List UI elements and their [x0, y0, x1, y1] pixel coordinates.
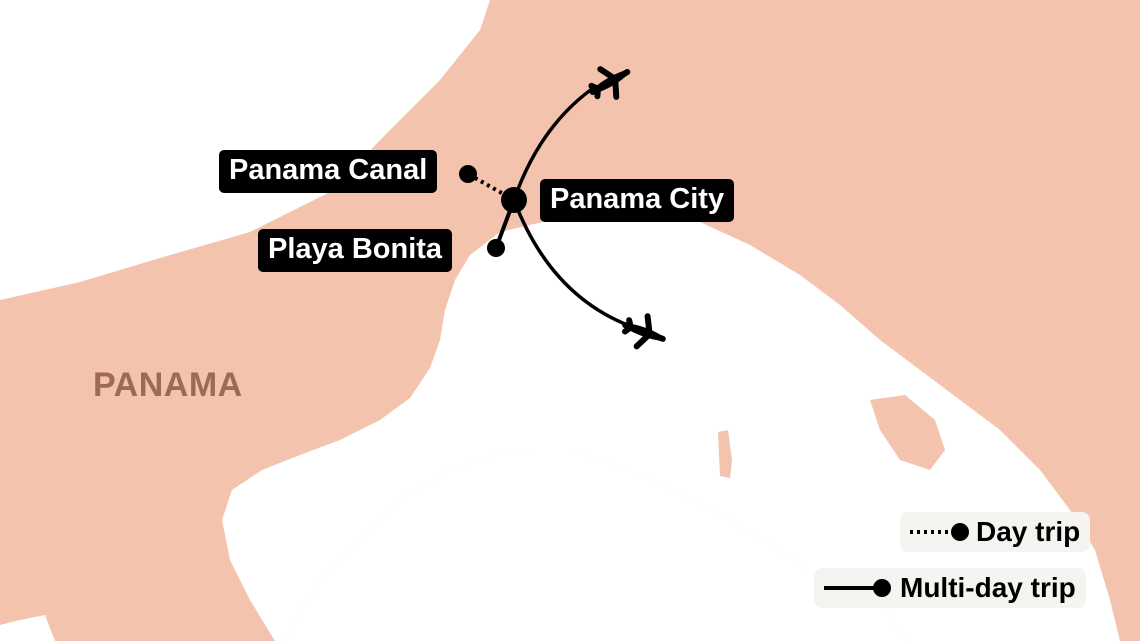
place-label-day-trip[interactable]: Panama Canal: [219, 150, 438, 193]
peninsula-east: [870, 395, 945, 470]
gulf-water: [222, 212, 1120, 641]
day-trip-marker[interactable]: [459, 165, 477, 183]
place-label-multi-day-trip[interactable]: Playa Bonita: [258, 229, 453, 272]
flight-route-south: [512, 199, 631, 328]
legend-label-day-trip: Day trip: [976, 516, 1081, 547]
legend-multi-day-trip: Multi-day trip: [814, 568, 1086, 608]
flight-route-north: [512, 84, 598, 201]
country-label: PANAMA: [93, 366, 243, 404]
multi-day-trip-marker[interactable]: [487, 239, 505, 257]
airplane-icon: [588, 66, 631, 100]
place-label-hub[interactable]: Panama City: [540, 179, 735, 222]
legend-day-trip: Day trip: [900, 512, 1091, 552]
legend-label-multi-day-trip: Multi-day trip: [900, 572, 1076, 603]
hub-marker[interactable]: [501, 187, 527, 213]
islet-southwest: [0, 615, 55, 641]
island: [718, 430, 732, 478]
dotted-line-swatch: [910, 523, 969, 541]
airplane-icon: [622, 313, 666, 350]
solid-line-swatch: [824, 579, 891, 597]
